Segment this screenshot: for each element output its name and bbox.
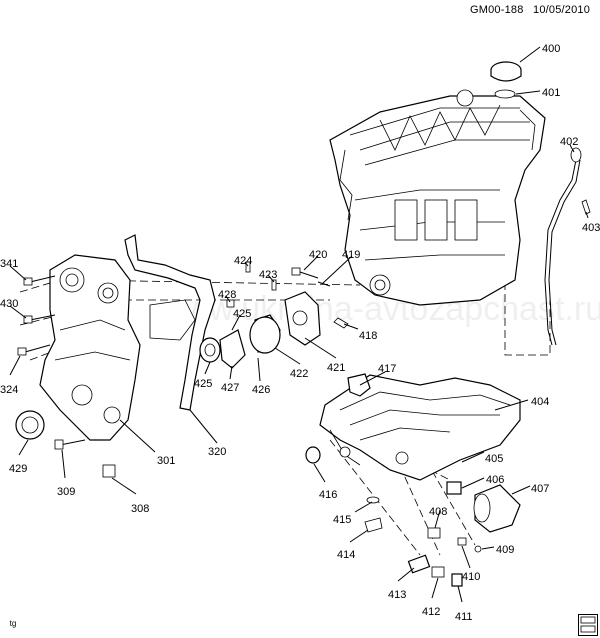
engine-block <box>329 89 546 306</box>
part-callouts: 301 308 309 320 324 341 400 401 402 403 404 405 406 4… <box>0 43 600 623</box>
callout-p401: 401 <box>542 87 560 99</box>
callout-p429: 429 <box>9 463 27 475</box>
callout-p341: 341 <box>0 258 18 270</box>
oil-pan <box>319 374 521 481</box>
oil-pump-assembly <box>199 291 321 369</box>
callout-p425a: 425 <box>233 308 251 320</box>
callout-p413: 413 <box>388 589 406 601</box>
callout-p408: 408 <box>429 506 447 518</box>
callout-p421: 421 <box>327 362 345 374</box>
diagram-date: 10/05/2010 <box>533 4 591 16</box>
diagram-code: GM00-188 <box>470 4 524 16</box>
corner-label: tg <box>4 617 22 631</box>
callout-p405: 405 <box>485 453 503 465</box>
callout-p424: 424 <box>234 255 252 267</box>
callout-p427: 427 <box>221 382 239 394</box>
bolts <box>17 261 349 478</box>
callout-p301: 301 <box>157 455 175 467</box>
callout-p417: 417 <box>378 363 396 375</box>
oil-filler-cap <box>490 61 522 99</box>
callout-p412: 412 <box>422 606 440 618</box>
engine-front-cover <box>39 254 141 441</box>
leader-lines <box>9 46 589 603</box>
callout-p407: 407 <box>531 483 549 495</box>
corner-label-text: tg <box>9 619 17 628</box>
callout-p422: 422 <box>290 368 308 380</box>
callout-p419: 419 <box>342 249 360 261</box>
callout-p411: 411 <box>455 611 473 623</box>
callout-p320: 320 <box>208 446 226 458</box>
callout-p414: 414 <box>337 549 355 561</box>
callout-p308: 308 <box>131 503 149 515</box>
callout-p400: 400 <box>542 43 560 55</box>
callout-p409: 409 <box>496 544 514 556</box>
callout-p418: 418 <box>359 330 377 342</box>
callout-p406: 406 <box>486 474 504 486</box>
callout-p428: 428 <box>218 289 236 301</box>
callout-p420: 420 <box>309 249 327 261</box>
callout-p416: 416 <box>319 489 337 501</box>
callout-p403: 403 <box>582 222 600 234</box>
callout-p426: 426 <box>252 384 270 396</box>
callout-p423: 423 <box>259 269 277 281</box>
gm-stamp-icon <box>578 614 598 636</box>
callout-p402: 402 <box>560 136 578 148</box>
callout-p430: 430 <box>0 298 18 310</box>
callout-p410: 410 <box>462 571 480 583</box>
callout-p425b: 425 <box>194 378 212 390</box>
callout-p309: 309 <box>57 486 75 498</box>
callout-p415: 415 <box>333 514 351 526</box>
callout-p324: 324 <box>0 384 18 396</box>
callout-p404: 404 <box>531 396 549 408</box>
oil-filter <box>305 373 521 587</box>
